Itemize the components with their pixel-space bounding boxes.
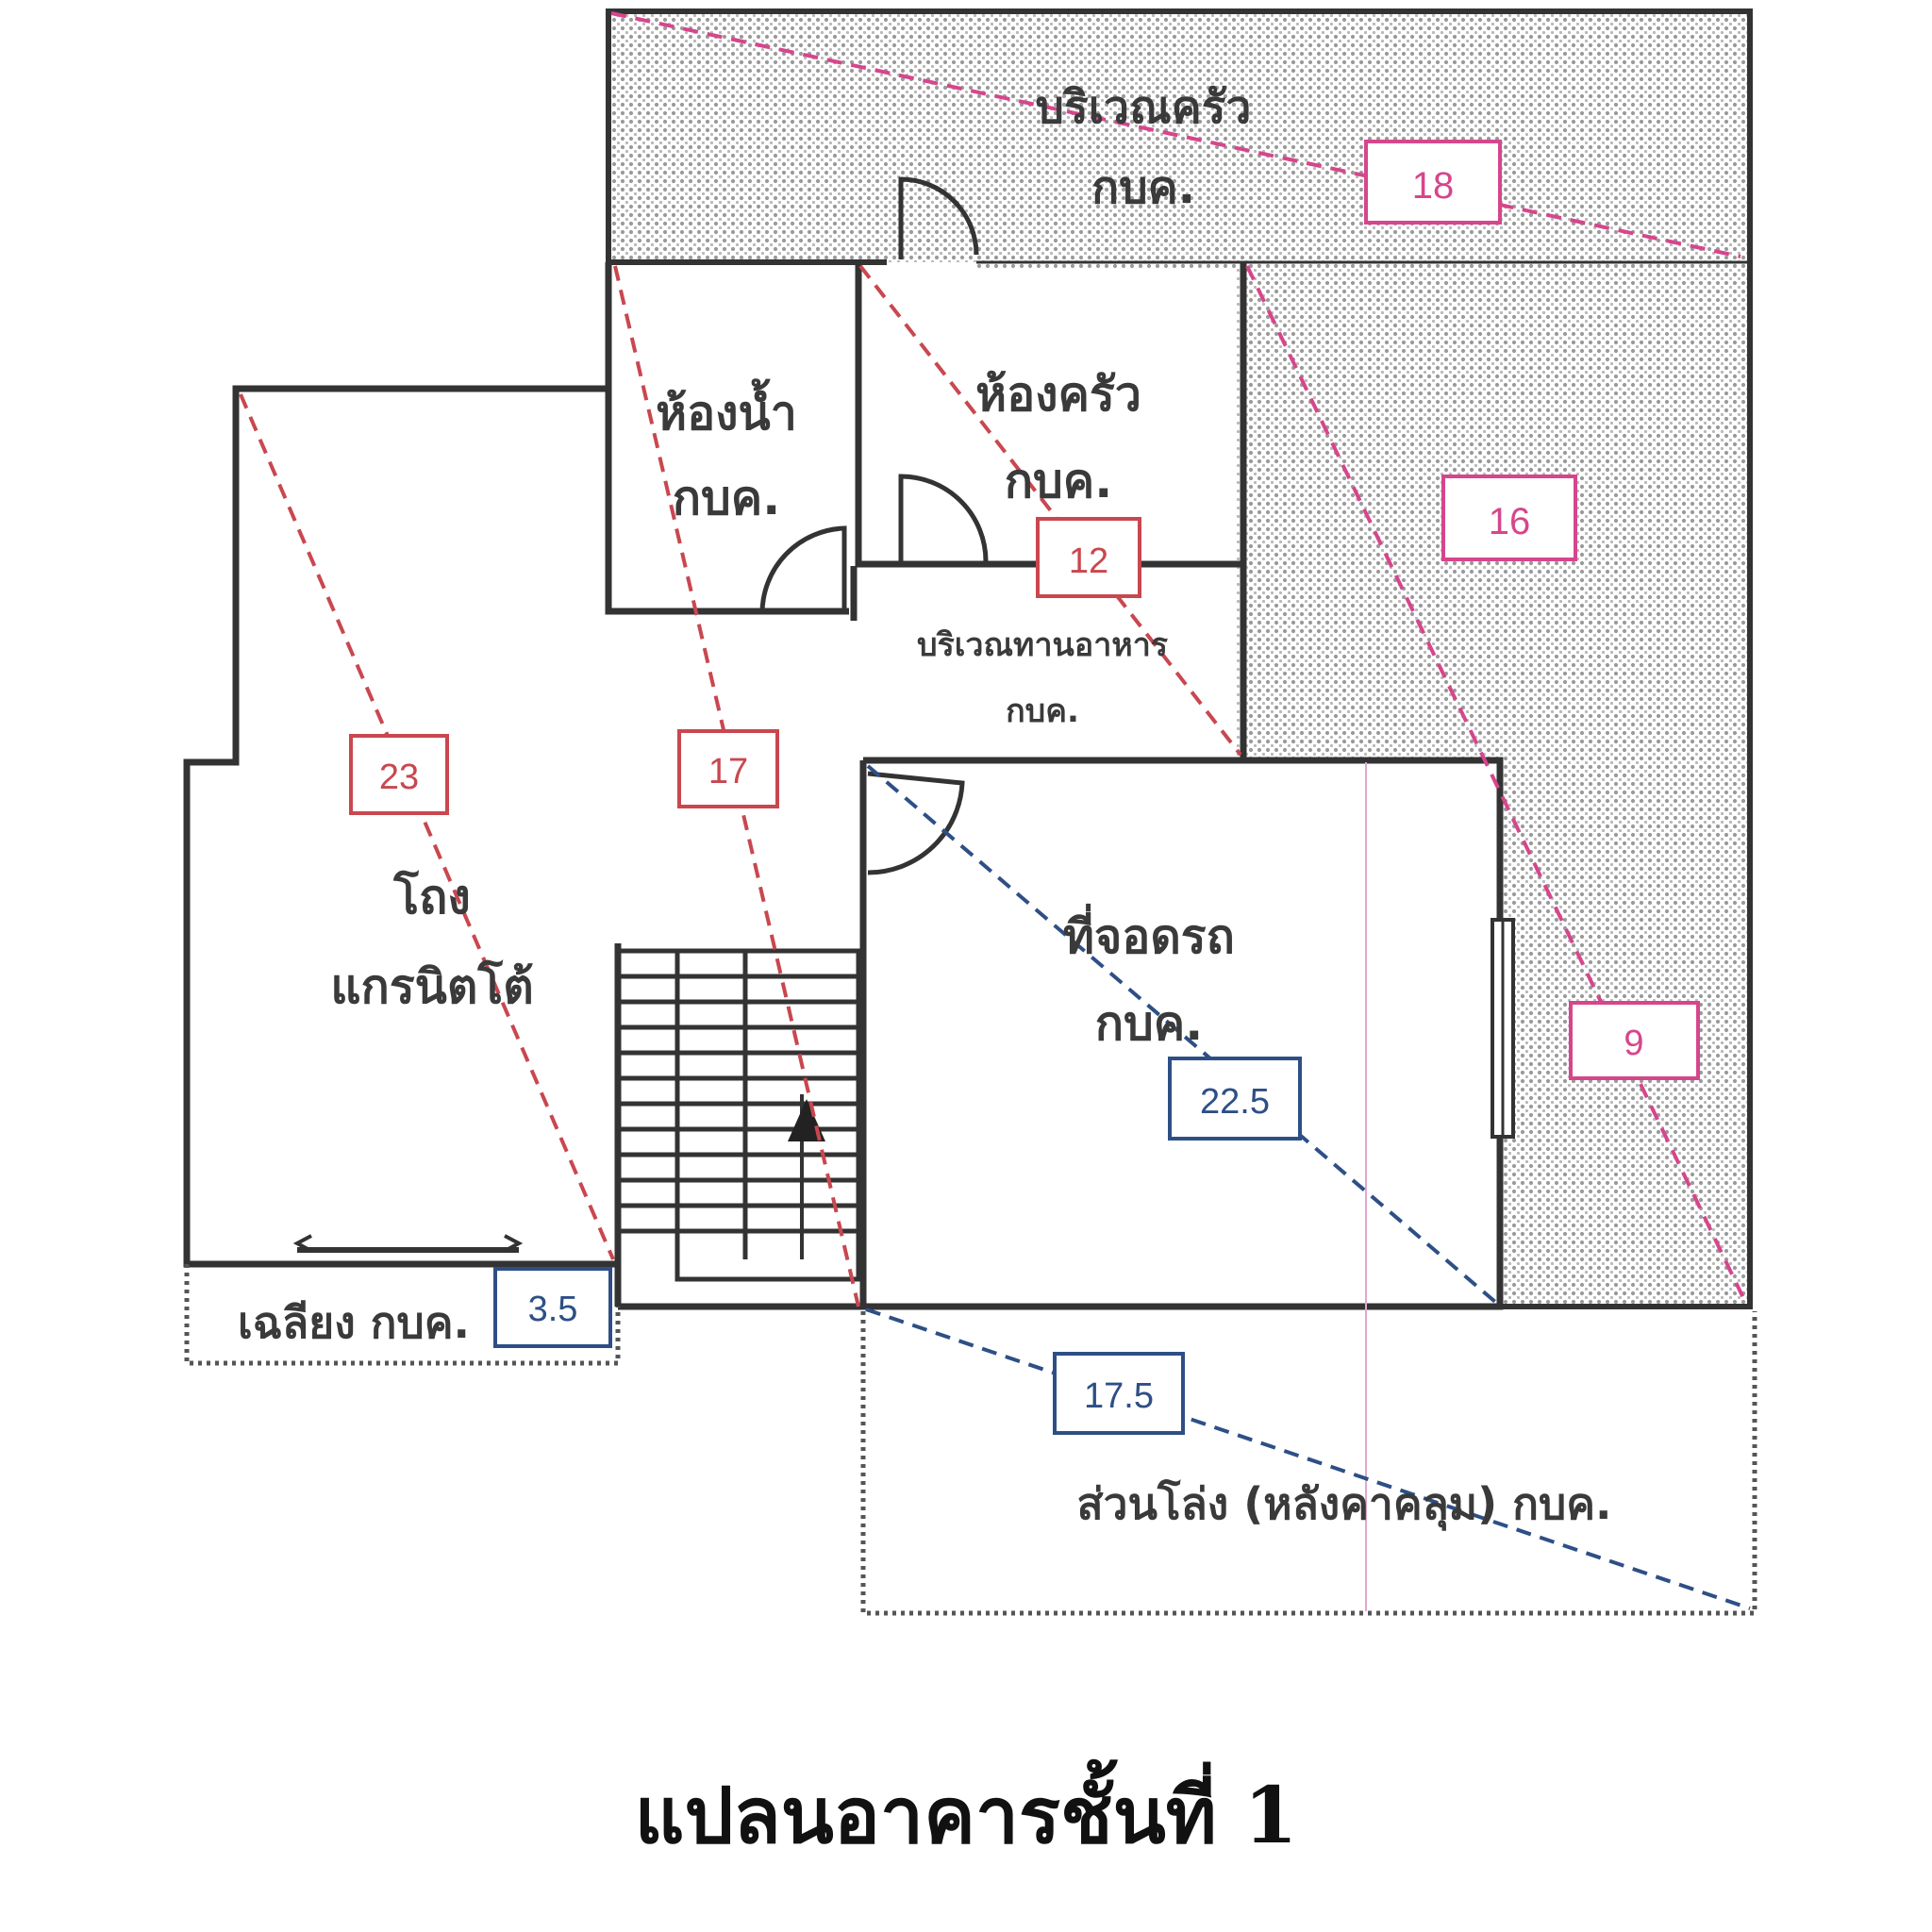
measurement-box-3-5: 3.5	[493, 1267, 612, 1348]
kitchen-area-border	[606, 8, 1753, 1309]
measurement-value: 9	[1624, 1024, 1643, 1063]
measurement-box-9: 9	[1569, 1001, 1700, 1080]
kitchen-label-2: กบค.	[1005, 454, 1112, 508]
bedroom-door	[867, 771, 965, 875]
kitchen-door	[898, 474, 989, 564]
measurement-value: 12	[1069, 541, 1108, 581]
measurement-value: 16	[1489, 501, 1531, 542]
measurement-box-22-5: 22.5	[1168, 1057, 1302, 1141]
bedroom-label-1: ที่จอดรถ	[1063, 904, 1235, 964]
measurement-value: 18	[1412, 165, 1455, 207]
measurement-value: 22.5	[1200, 1082, 1270, 1122]
kitchen-area-label-1: บริเวณครัว	[1036, 81, 1252, 134]
kitchen-label-1: ห้องครัว	[975, 367, 1141, 422]
hall-label-2: แกรนิตโต้	[330, 958, 533, 1014]
measurement-value: 23	[379, 758, 419, 797]
dining-label-2: กบค.	[1006, 692, 1079, 730]
open-area-label: ส่วนโล่ง (หลังคาคลุม) กบค.	[1077, 1478, 1612, 1531]
doors	[759, 176, 989, 875]
kitchen-area-hatch-top	[608, 11, 1750, 262]
kitchen-area-label-2: กบค.	[1091, 161, 1195, 214]
measurement-box-17-5: 17.5	[1053, 1352, 1185, 1435]
measurement-value: 17.5	[1084, 1376, 1154, 1416]
eave-label: เฉลียง กบค.	[238, 1297, 470, 1348]
dotted-outlines	[184, 1264, 1757, 1616]
measurement-box-18: 18	[1364, 140, 1502, 225]
measurement-box-23: 23	[349, 734, 449, 815]
stairs	[618, 948, 861, 1282]
measurement-box-16: 16	[1441, 475, 1577, 561]
measurement-value: 17	[708, 752, 748, 791]
hall-label-1: โถง	[392, 869, 471, 924]
measurement-box-12: 12	[1036, 517, 1141, 598]
measure-lines	[239, 11, 1751, 1610]
bathroom-door	[759, 525, 847, 614]
dining-label-1: บริเวณทานอาหาร	[917, 626, 1169, 664]
bathroom-label-2: กบค.	[673, 471, 780, 525]
bedroom-label-2: กบค.	[1095, 996, 1203, 1051]
plan-caption: แปลนอาคารชั้นที่ 1	[634, 1771, 1298, 1861]
measurement-value: 3.5	[528, 1290, 578, 1329]
sliding-door	[292, 1234, 524, 1267]
measurement-box-17: 17	[677, 729, 779, 808]
kitchen-door-top	[898, 176, 979, 259]
bathroom-label-1: ห้องน้ำ	[656, 378, 797, 441]
